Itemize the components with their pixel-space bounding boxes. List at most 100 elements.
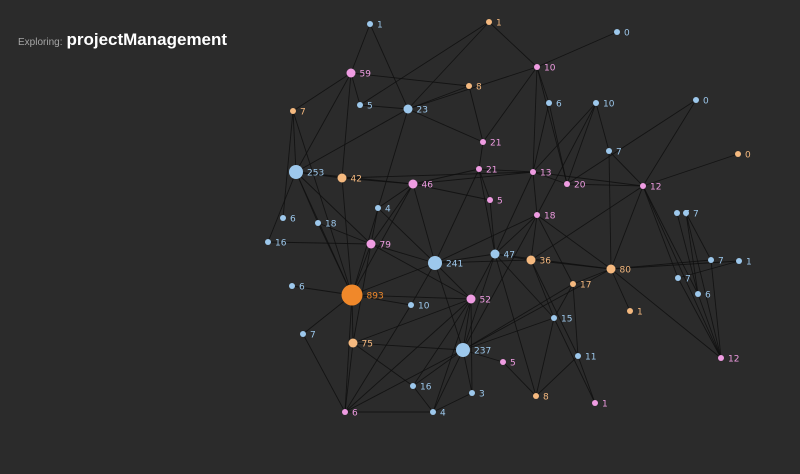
node-circle[interactable] [675, 275, 681, 281]
graph-node[interactable]: 52 [466, 294, 491, 306]
node-circle[interactable] [265, 239, 271, 245]
node-circle[interactable] [627, 308, 633, 314]
node-circle[interactable] [428, 256, 442, 270]
graph-node[interactable]: 0 [614, 29, 630, 39]
graph-node[interactable]: 7 [683, 210, 699, 220]
node-circle[interactable] [408, 302, 414, 308]
node-circle[interactable] [487, 197, 493, 203]
node-circle[interactable] [570, 281, 576, 287]
graph-node[interactable]: 1 [592, 400, 608, 410]
graph-node[interactable]: 42 [337, 173, 362, 185]
node-circle[interactable] [408, 179, 418, 189]
node-circle[interactable] [695, 291, 701, 297]
graph-node[interactable]: 1 [486, 19, 502, 29]
node-circle[interactable] [403, 104, 413, 114]
node-circle[interactable] [466, 83, 472, 89]
graph-node[interactable]: 6 [342, 409, 358, 419]
node-circle[interactable] [606, 148, 612, 154]
node-circle[interactable] [575, 353, 581, 359]
node-circle[interactable] [337, 173, 347, 183]
node-circle[interactable] [606, 264, 616, 274]
graph-node[interactable]: 1 [367, 21, 383, 31]
graph-node[interactable]: 21 [480, 139, 501, 149]
node-circle[interactable] [683, 210, 689, 216]
graph-node[interactable]: 7 [606, 148, 622, 158]
graph-node[interactable]: 7 [708, 257, 724, 267]
node-circle[interactable] [693, 97, 699, 103]
node-circle[interactable] [534, 212, 540, 218]
node-circle[interactable] [592, 400, 598, 406]
node-circle[interactable] [708, 257, 714, 263]
node-circle[interactable] [551, 315, 557, 321]
graph-node[interactable]: 46 [408, 179, 434, 191]
graph-node[interactable]: 8 [466, 83, 482, 93]
node-circle[interactable] [526, 255, 536, 265]
graph-node[interactable]: 18 [534, 212, 556, 222]
graph-node[interactable]: 3 [469, 390, 485, 400]
node-circle[interactable] [280, 215, 286, 221]
node-circle[interactable] [564, 181, 570, 187]
node-circle[interactable] [348, 338, 358, 348]
graph-node[interactable]: 23 [403, 104, 428, 116]
node-circle[interactable] [346, 68, 356, 78]
graph-node[interactable]: 47 [490, 249, 515, 261]
graph-node[interactable]: 18 [315, 220, 337, 230]
node-circle[interactable] [490, 249, 500, 259]
node-circle[interactable] [410, 383, 416, 389]
node-circle[interactable] [718, 355, 724, 361]
node-circle[interactable] [375, 205, 381, 211]
graph-node[interactable]: 10 [408, 302, 430, 312]
node-circle[interactable] [366, 239, 376, 249]
node-circle[interactable] [546, 100, 552, 106]
graph-node[interactable]: 79 [366, 239, 392, 251]
node-circle[interactable] [533, 393, 539, 399]
graph-node[interactable]: 75 [348, 338, 373, 350]
graph-node[interactable]: 253 [289, 165, 324, 179]
graph-node[interactable]: 21 [476, 166, 497, 176]
node-circle[interactable] [456, 343, 470, 357]
graph-node[interactable]: 7 [675, 275, 691, 285]
node-circle[interactable] [315, 220, 321, 226]
graph-node[interactable]: 59 [346, 68, 372, 80]
node-circle[interactable] [342, 409, 348, 415]
graph-node[interactable]: 1 [736, 258, 752, 268]
node-circle[interactable] [500, 359, 506, 365]
graph-node[interactable]: 13 [530, 169, 551, 179]
graph-node[interactable]: 16 [410, 383, 432, 393]
graph-node[interactable]: 893 [341, 284, 384, 306]
graph-node[interactable]: 80 [606, 264, 632, 276]
graph-node[interactable]: 4 [375, 205, 391, 215]
node-circle[interactable] [736, 258, 742, 264]
node-circle[interactable] [290, 108, 296, 114]
node-circle[interactable] [593, 100, 599, 106]
graph-node[interactable]: 237 [456, 343, 491, 357]
graph-node[interactable]: 12 [718, 355, 739, 365]
graph-node[interactable]: 241 [428, 256, 463, 270]
graph-node[interactable]: 6 [280, 215, 296, 225]
node-circle[interactable] [300, 331, 306, 337]
node-circle[interactable] [530, 169, 536, 175]
graph-node[interactable]: 12 [640, 183, 661, 193]
graph-node[interactable]: 36 [526, 255, 552, 267]
node-circle[interactable] [430, 409, 436, 415]
graph-node[interactable]: 6 [546, 100, 562, 110]
node-circle[interactable] [341, 284, 363, 306]
node-circle[interactable] [367, 21, 373, 27]
node-circle[interactable] [289, 165, 303, 179]
node-circle[interactable] [469, 390, 475, 396]
graph-node[interactable]: 0 [735, 151, 751, 161]
node-circle[interactable] [534, 64, 540, 70]
node-circle[interactable] [476, 166, 482, 172]
node-circle[interactable] [614, 29, 620, 35]
graph-node[interactable]: 17 [570, 281, 591, 291]
node-circle[interactable] [735, 151, 741, 157]
node-circle[interactable] [466, 294, 476, 304]
graph-node[interactable]: 10 [593, 100, 615, 110]
graph-node[interactable]: 5 [487, 197, 503, 207]
graph-node[interactable]: 1 [627, 308, 643, 318]
graph-node[interactable]: 5 [357, 102, 373, 112]
graph-node[interactable]: 5 [500, 359, 516, 369]
graph-node[interactable]: 20 [564, 181, 586, 191]
node-circle[interactable] [357, 102, 363, 108]
